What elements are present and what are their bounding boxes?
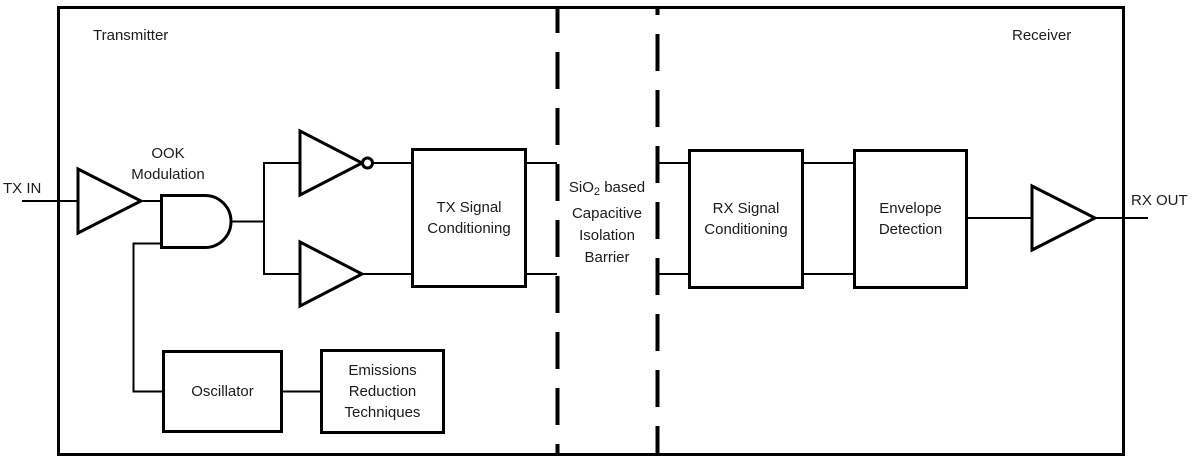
ook-modulation-line2: Modulation [131, 166, 205, 183]
block-label-line: Emissions [348, 362, 417, 379]
rx-signal-conditioning-block: RX Signal Conditioning [688, 149, 804, 289]
block-label-line: Reduction [348, 383, 417, 400]
envelope-detection-block: Envelope Detection [853, 149, 968, 289]
block-label-line: TX Signal [436, 199, 502, 216]
bottom-buffer-icon [298, 239, 366, 309]
tx-in-port-label: TX IN [3, 180, 42, 197]
transmitter-region-label: Transmitter [93, 27, 169, 44]
barrier-subscript: 2 [593, 186, 601, 198]
block-label-line: Envelope [879, 200, 942, 217]
and-gate-icon [160, 194, 233, 249]
inverter-bubble-icon [361, 156, 374, 170]
barrier-caption-line2: Capacitive [571, 205, 643, 222]
block-label-line: Conditioning [427, 220, 511, 237]
receiver-region-label: Receiver [1012, 27, 1072, 44]
barrier-caption-line4: Barrier [584, 249, 630, 266]
emissions-reduction-block: Emissions Reduction Techniques [320, 349, 445, 434]
block-label-line: Techniques [344, 404, 421, 421]
isolator-boundary-box [57, 6, 1125, 456]
oscillator-to-and-wire [132, 242, 163, 393]
oscillator-block: Oscillator [162, 350, 283, 433]
block-label-line: Detection [878, 221, 943, 238]
block-label-line: RX Signal [712, 200, 780, 217]
barrier-caption-line1: SiO2 based [557, 177, 657, 203]
isolation-barrier-caption: SiO2 based Capacitive Isolation Barrier [557, 177, 657, 269]
rx-out-port-label: RX OUT [1131, 192, 1188, 209]
ook-modulation-line1: OOK [151, 145, 185, 162]
inverter-icon [298, 128, 366, 198]
signal-split-wire [263, 162, 300, 275]
barrier-based-text: based [600, 179, 646, 196]
barrier-sio-text: SiO [568, 179, 594, 196]
block-label-line: Oscillator [191, 383, 254, 400]
tx-signal-conditioning-block: TX Signal Conditioning [411, 148, 527, 288]
input-buffer-icon [76, 166, 145, 236]
block-label-line: Conditioning [704, 221, 788, 238]
output-buffer-icon [1030, 183, 1099, 253]
barrier-caption-line3: Isolation [579, 227, 635, 244]
ook-modulation-label: OOK Modulation [118, 143, 218, 185]
